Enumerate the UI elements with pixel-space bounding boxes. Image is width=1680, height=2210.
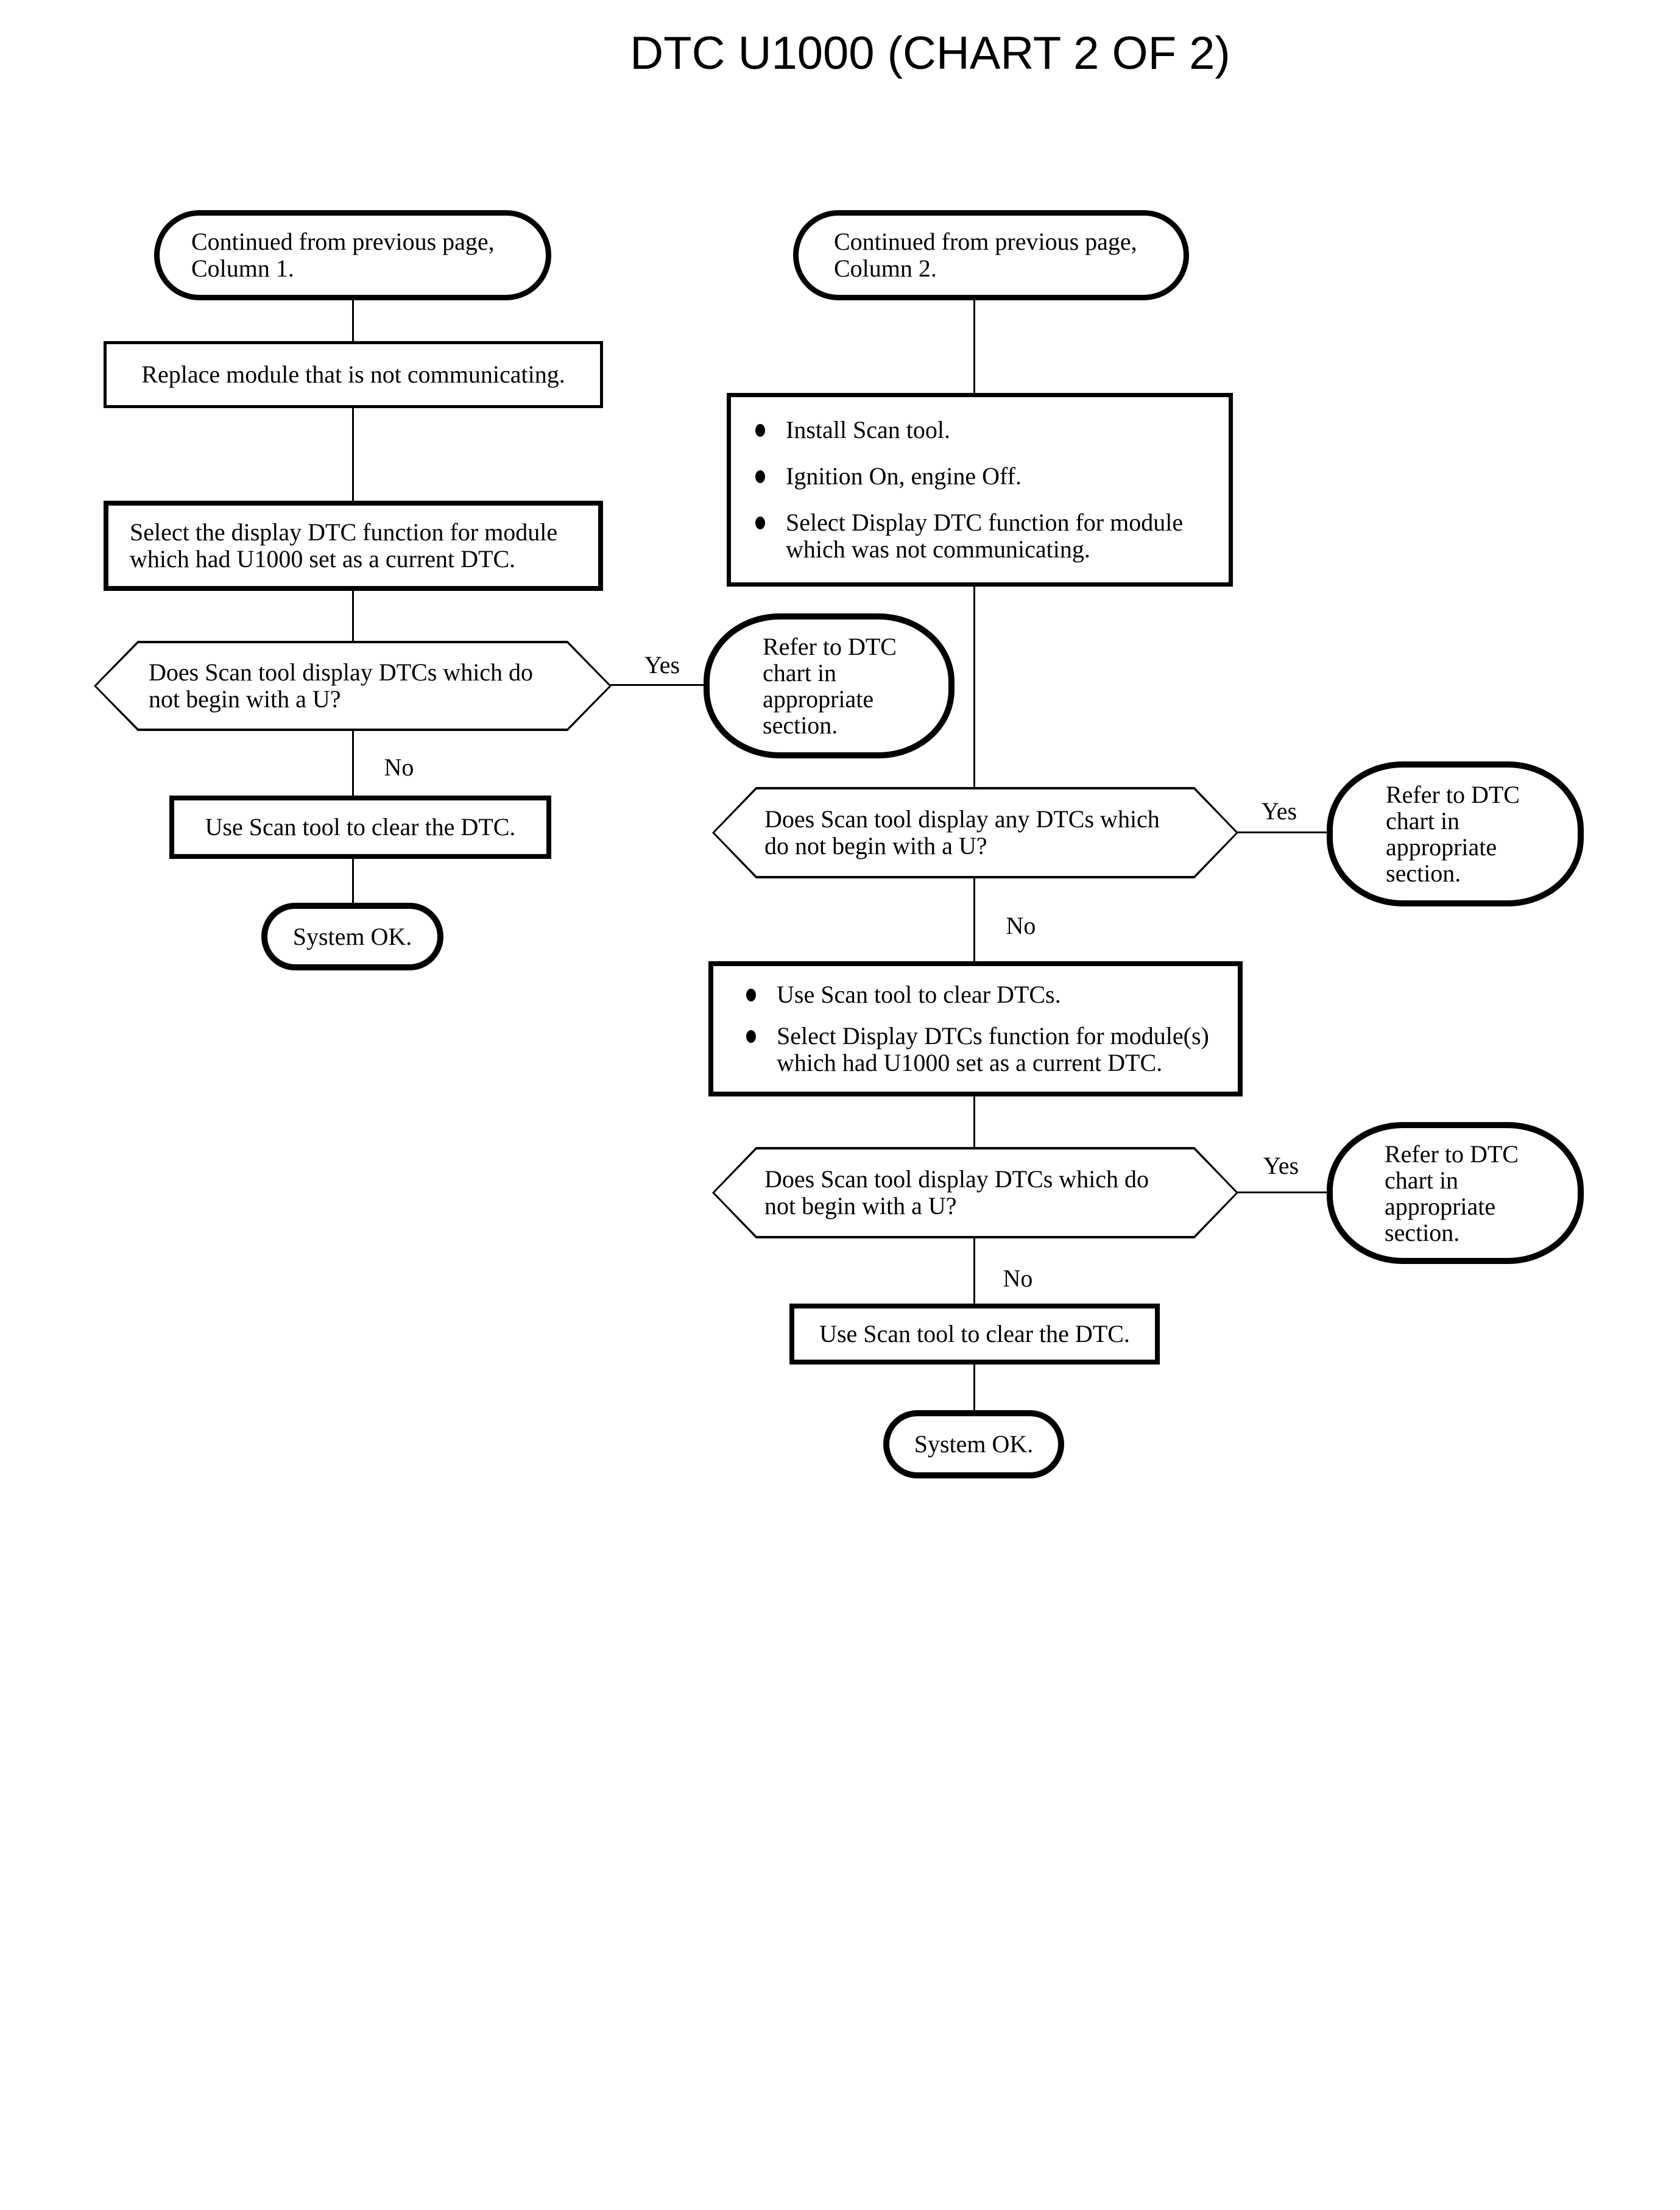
connector-left-no [352, 730, 354, 797]
connector-right-3 [973, 1095, 975, 1148]
step-install-scan-tool: Install Scan tool. [786, 416, 950, 443]
process-scan-tool-steps: Install Scan tool. Ignition On, engine O… [727, 393, 1233, 587]
connector-left-yes [610, 684, 705, 686]
page-title: DTC U1000 (CHART 2 OF 2) [630, 27, 1230, 79]
decision-right-dtcs-not-u: Does Scan tool display DTCs which do not… [712, 1147, 1238, 1238]
connector-right-no-2 [973, 1237, 975, 1305]
connector-right-2 [973, 585, 975, 788]
label-yes-right-1: Yes [1261, 797, 1297, 825]
decision-left-dtcs-not-u: Does Scan tool display DTCs which do not… [94, 641, 612, 731]
list-item: Select Display DTC function for module w… [731, 509, 1229, 563]
terminator-continued-column-2: Continued from previous page, Column 2. [793, 210, 1189, 300]
bullet-icon [755, 470, 765, 483]
bullet-icon [746, 1030, 756, 1043]
label-yes-left: Yes [644, 651, 680, 679]
connector-left-3 [352, 590, 354, 642]
label-no-right-1: No [1006, 912, 1036, 939]
connector-right-4 [973, 1363, 975, 1411]
process-clear-and-select-steps: Use Scan tool to clear DTCs. Select Disp… [708, 961, 1243, 1096]
terminator-system-ok-right: System OK. [883, 1410, 1064, 1478]
decision-right-1-text: Does Scan tool display any DTCs which do… [764, 805, 1160, 860]
process-replace-module: Replace module that is not communicating… [104, 341, 603, 408]
decision-right-2-inner [715, 1149, 1236, 1236]
bullet-icon [755, 517, 765, 529]
terminator-refer-dtc-chart-right-1: Refer to DTC chart in appropriate sectio… [1327, 761, 1584, 906]
decision-right-any-dtcs-not-u: Does Scan tool display any DTCs which do… [712, 787, 1238, 878]
connector-right-1 [973, 299, 975, 394]
step-select-display-dtcs-modules: Select Display DTCs function for module(… [777, 1022, 1209, 1077]
decision-right-2-text: Does Scan tool display DTCs which do not… [764, 1165, 1149, 1220]
connector-right-yes-2 [1237, 1191, 1328, 1193]
step-select-display-dtc: Select Display DTC function for module w… [786, 509, 1184, 563]
process-clear-dtc-left: Use Scan tool to clear the DTC. [169, 796, 551, 859]
decision-left-inner [96, 643, 609, 729]
list-item: Install Scan tool. [731, 417, 1229, 443]
step-ignition-on: Ignition On, engine Off. [786, 462, 1022, 490]
bullet-icon [755, 424, 765, 437]
step-clear-dtcs: Use Scan tool to clear DTCs. [777, 980, 1061, 1008]
process-clear-dtc-right: Use Scan tool to clear the DTC. [789, 1304, 1160, 1364]
decision-left-text: Does Scan tool display DTCs which do not… [149, 658, 534, 713]
list-item: Ignition On, engine Off. [731, 463, 1229, 490]
label-yes-right-2: Yes [1263, 1152, 1299, 1179]
list-item: Use Scan tool to clear DTCs. [713, 981, 1238, 1008]
process-select-display-dtc: Select the display DTC function for modu… [104, 501, 603, 591]
connector-left-1 [352, 299, 354, 342]
label-no-left: No [384, 754, 414, 781]
decision-right-1-inner [715, 789, 1236, 876]
terminator-system-ok-left: System OK. [261, 903, 443, 970]
terminator-refer-dtc-chart-left: Refer to DTC chart in appropriate sectio… [704, 613, 955, 758]
connector-left-2 [352, 407, 354, 502]
terminator-continued-column-1: Continued from previous page, Column 1. [154, 210, 551, 300]
connector-right-no-1 [973, 877, 975, 962]
connector-left-4 [352, 858, 354, 904]
terminator-refer-dtc-chart-right-2: Refer to DTC chart in appropriate sectio… [1327, 1122, 1584, 1264]
label-no-right-2: No [1003, 1265, 1033, 1292]
connector-right-yes-1 [1237, 831, 1328, 833]
list-item: Select Display DTCs function for module(… [713, 1023, 1238, 1076]
bullet-icon [746, 988, 756, 1001]
